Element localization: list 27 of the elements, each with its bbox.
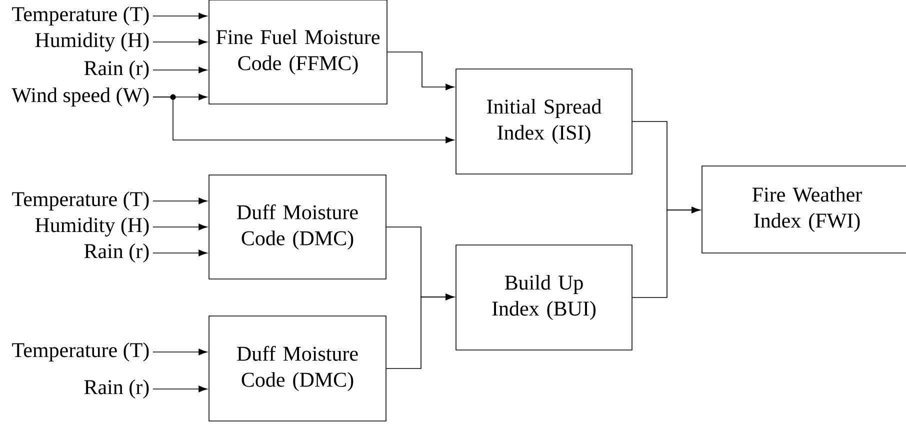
arrow (632, 206, 700, 298)
process-box: Duff Moisture Code (DMC) (208, 316, 386, 422)
arrow (386, 294, 454, 369)
input-label: Rain (r) (84, 60, 149, 80)
arrow (152, 224, 208, 230)
arrow (152, 12, 208, 20)
process-box: Build Up Index (BUI) (456, 244, 632, 350)
arrow (152, 250, 208, 256)
arrow (152, 348, 208, 356)
input-label: Temperature (T) (12, 342, 149, 362)
arrow (387, 52, 454, 90)
input-label: Rain (r) (84, 243, 149, 263)
process-box: Initial Spread Index (ISI) (456, 68, 632, 174)
input-label: Wind speed (W) (12, 87, 149, 107)
input-label: Rain (r) (84, 379, 149, 398)
arrow (152, 386, 208, 392)
arrow (152, 198, 208, 204)
input-label: Temperature (T) (12, 191, 149, 211)
output-box: Fire Weather Index (FWI) (702, 166, 906, 254)
process-box: Fine Fuel Moisture Code (FFMC) (208, 0, 388, 104)
arrow (152, 66, 208, 74)
arrow (152, 96, 454, 144)
input-label: Humidity (H) (35, 217, 149, 237)
arrow (152, 38, 208, 46)
input-label: Humidity (H) (35, 32, 149, 52)
process-box: Duff Moisture Code (DMC) (208, 174, 386, 280)
input-label: Temperature (T) (12, 6, 149, 26)
